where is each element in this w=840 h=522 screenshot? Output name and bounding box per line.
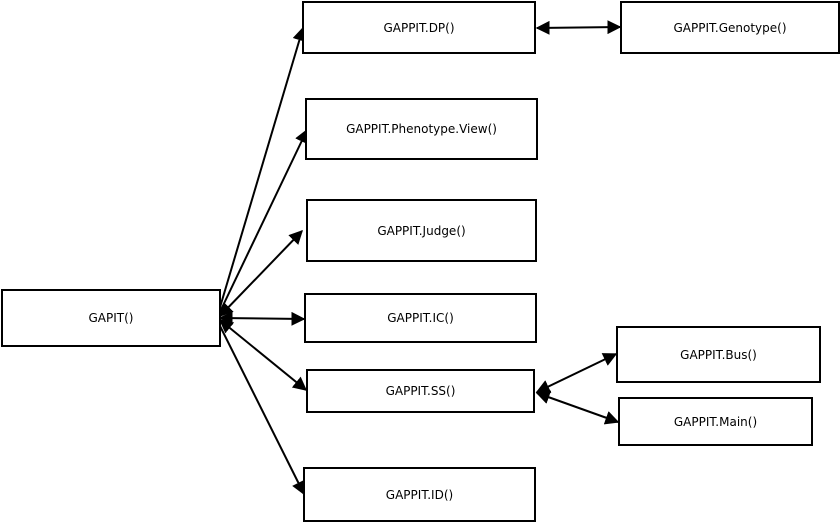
node-gappit-ic: GAPPIT.IC() bbox=[304, 293, 537, 343]
node-label: GAPPIT.Main() bbox=[673, 414, 758, 429]
node-label: GAPPIT.IC() bbox=[387, 311, 454, 325]
node-label: GAPPIT.SS() bbox=[385, 384, 456, 398]
node-gappit-main: GAPPIT.Main() bbox=[618, 397, 813, 446]
edge-gapit-ss bbox=[218, 319, 308, 391]
edge-dp-genotype bbox=[535, 20, 622, 35]
edge-gapit-ic bbox=[218, 311, 306, 326]
node-gappit-judge: GAPPIT.Judge() bbox=[306, 199, 537, 262]
edge-gapit-dp bbox=[217, 26, 307, 315]
node-gappit-ss: GAPPIT.SS() bbox=[306, 369, 535, 413]
node-label: GAPPIT.Judge() bbox=[377, 223, 466, 238]
node-label: GAPPIT.Bus() bbox=[680, 347, 757, 362]
edge-gapit-phenotype bbox=[217, 128, 308, 317]
node-gappit-dp: GAPPIT.DP() bbox=[302, 1, 536, 54]
node-gapit: GAPIT() bbox=[1, 289, 221, 347]
node-label: GAPPIT.Genotype() bbox=[673, 20, 787, 35]
edge-gapit-judge bbox=[219, 229, 303, 318]
edge-gapit-id bbox=[217, 321, 305, 496]
node-label: GAPPIT.Phenotype.View() bbox=[346, 122, 497, 136]
node-label: GAPPIT.ID() bbox=[385, 487, 454, 502]
node-gappit-phenotype-view: GAPPIT.Phenotype.View() bbox=[305, 98, 538, 160]
node-label: GAPIT() bbox=[88, 311, 134, 325]
node-gappit-genotype: GAPPIT.Genotype() bbox=[620, 1, 840, 54]
node-gappit-bus: GAPPIT.Bus() bbox=[616, 326, 821, 383]
edge-ss-main bbox=[535, 390, 620, 425]
edge-ss-bus bbox=[535, 353, 618, 393]
node-gappit-id: GAPPIT.ID() bbox=[303, 467, 536, 522]
node-label: GAPPIT.DP() bbox=[383, 20, 455, 35]
